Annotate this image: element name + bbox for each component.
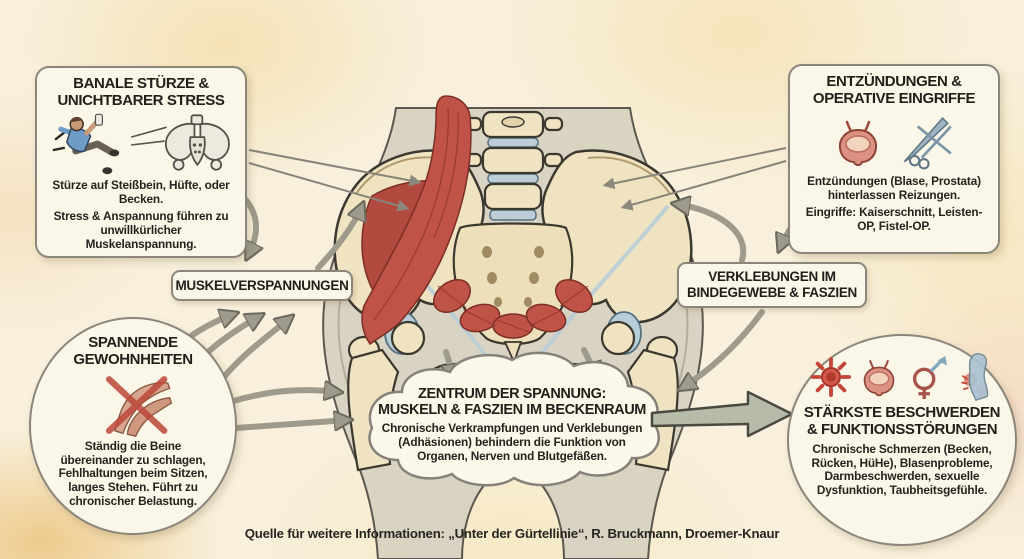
falling-person-icon [52, 113, 120, 174]
thin-cause-lines [248, 147, 787, 212]
center-bubble: ZENTRUM DER SPANNUNG: MUSKELN & FASZIEN … [374, 386, 650, 464]
box-inflammation-title: ENTZÜNDUNGEN & OPERATIVE EINGRIFFE [812, 73, 976, 107]
box-falls-stress-title: BANALE STÜRZE & UNICHTBARER STRESS [57, 75, 225, 109]
circle-symptoms-title2: & FUNKTIONSSTÖRUNGEN [806, 420, 998, 438]
flow-arrows [149, 200, 803, 428]
box-falls-stress: BANALE STÜRZE & UNICHTBARER STRESS [35, 66, 247, 258]
circle-symptoms-text: Chronische Schmerzen (Becken, Rücken, Hü… [811, 441, 993, 498]
box-falls-stress-text2: Stress & Anspannung führen zu unwillkürl… [53, 209, 229, 252]
box-falls-stress-text1: Stürze auf Steißbein, Hüfte, oder Becken… [52, 177, 230, 206]
bladder-icon [863, 360, 894, 397]
surgical-instruments-icon [903, 116, 952, 170]
circle-habits-text: Ständig die Beine übereinander zu schlag… [58, 438, 208, 509]
circle-habits-title: SPANNENDE GEWOHNHEITEN [73, 334, 193, 368]
bladder-icon [838, 120, 878, 166]
center-bubble-title1: ZENTRUM DER SPANNUNG: [418, 386, 606, 402]
circle-habits: SPANNENDE GEWOHNHEITEN Ständig die Beine… [29, 317, 237, 535]
circle-symptoms-title1: STÄRKSTE BESCHWERDEN [803, 404, 1001, 421]
box-inflammation-text1: Entzündungen (Blase, Prostata) hinterlas… [807, 173, 981, 202]
back-pain-icon [960, 353, 988, 401]
label-muscle-tension: MUSKELVERSPANNUNGEN [171, 270, 353, 301]
label-adhesions: VERKLEBUNGEN IM BINDEGEWEBE & FASZIEN [677, 262, 867, 308]
center-bubble-title2: MUSKELN & FASZIEN IM BECKENRAUM [378, 402, 646, 419]
box-inflammation-surgery: ENTZÜNDUNGEN & OPERATIVE EINGRIFFE Entzü… [788, 64, 1000, 254]
crossed-legs-icon [105, 375, 173, 437]
result-arrow [650, 390, 794, 438]
pelvis-bone-icon [165, 114, 230, 171]
falls-icon-group [52, 113, 230, 174]
center-bubble-text: Chronische Verkrampfungen und Verklebung… [381, 421, 643, 464]
pain-burst-icon [810, 356, 851, 398]
gender-symbols-icon [912, 355, 947, 399]
box-inflammation-text2: Eingriffe: Kaiserschnitt, Leisten-OP, Fi… [805, 205, 983, 234]
source-line: Quelle für weitere Informationen: „Unter… [244, 526, 780, 541]
circle-symptoms: STÄRKSTE BESCHWERDEN & FUNKTIONSSTÖRUNGE… [787, 334, 1017, 546]
